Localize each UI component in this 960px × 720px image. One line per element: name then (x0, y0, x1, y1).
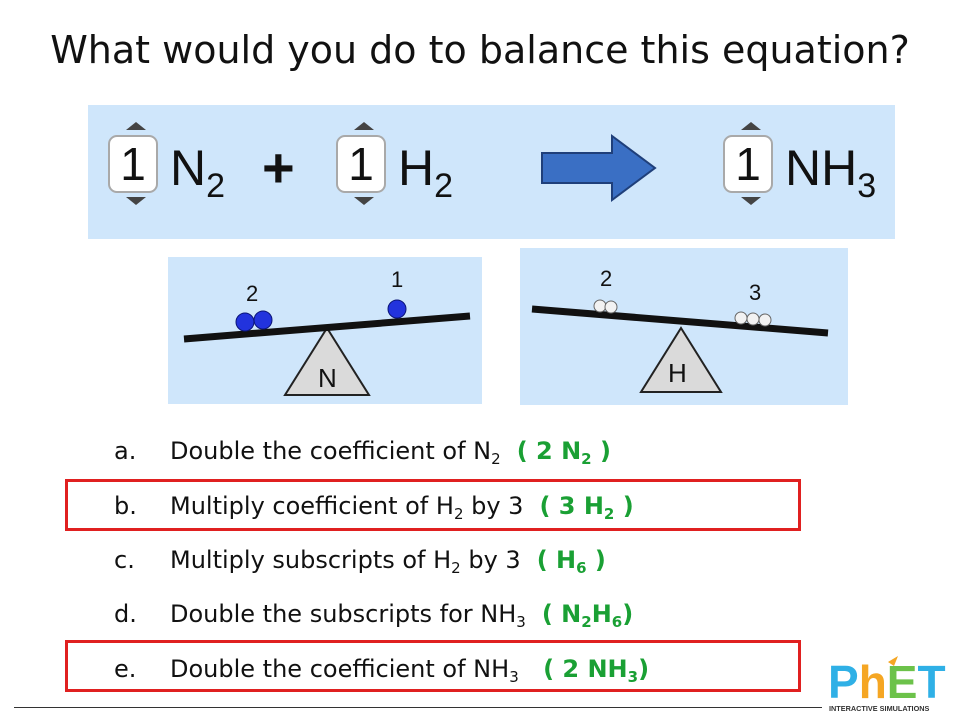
balance-fulcrum-n (283, 326, 371, 396)
option-a[interactable]: a.Double the coefficient of N2 ( 2 N2 ) (114, 437, 611, 468)
plus-sign: + (262, 136, 295, 199)
n-fulcrum-label: N (318, 363, 337, 393)
highlight-box-option-e (65, 640, 801, 692)
option-e[interactable]: e.Double the coefficient of NH3 ( 2 NH3) (114, 655, 650, 686)
h2-coefficient-spinner[interactable]: 1 (336, 135, 386, 193)
nitrogen-atom (235, 312, 255, 332)
product-nh3-formula: NH3 (785, 140, 877, 205)
decrease-n2-coefficient-button[interactable] (126, 197, 146, 205)
hydrogen-balance-scale (531, 299, 829, 393)
phet-logo-icon: PhET INTERACTIVE SIMULATIONS (828, 656, 946, 713)
h-fulcrum-label: H (668, 358, 687, 388)
increase-h2-coefficient-button[interactable] (354, 122, 374, 130)
balance-fulcrum-h (639, 326, 723, 393)
option-b[interactable]: b.Multiply coefficient of H2 by 3 ( 3 H2… (114, 492, 634, 523)
h-right-count: 3 (749, 280, 762, 305)
h-left-count: 2 (600, 266, 613, 291)
phet-logo: PhET INTERACTIVE SIMULATIONS (826, 656, 954, 714)
option-c[interactable]: c.Multiply subscripts of H2 by 3 ( H6 ) (114, 546, 606, 577)
balance-beam-n (183, 312, 471, 343)
balance-beam-h (531, 305, 829, 337)
n-right-count: 1 (391, 267, 404, 292)
increase-n2-coefficient-button[interactable] (126, 122, 146, 130)
option-d[interactable]: d.Double the subscripts for NH3 ( N2H6) (114, 600, 634, 631)
svg-text:PhET: PhET (828, 656, 946, 708)
hydrogen-atom (734, 311, 748, 325)
nitrogen-balance-scale (183, 299, 471, 396)
hydrogen-balance-panel: 2 3 H (520, 248, 848, 405)
nitrogen-atom (387, 299, 407, 319)
hydrogen-atom (758, 313, 772, 327)
n-left-count: 2 (246, 281, 259, 306)
n2-coefficient-spinner[interactable]: 1 (108, 135, 158, 193)
reaction-arrow-icon (541, 134, 657, 202)
decrease-nh3-coefficient-button[interactable] (741, 197, 761, 205)
nitrogen-balance-panel: 2 1 N (168, 257, 482, 404)
hydrogen-atom (593, 299, 607, 313)
increase-nh3-coefficient-button[interactable] (741, 122, 761, 130)
footer-divider (14, 707, 822, 708)
slide-title: What would you do to balance this equati… (50, 28, 910, 72)
highlight-box-option-b (65, 479, 801, 531)
reactant-n2-formula: N2 (170, 140, 226, 205)
hydrogen-atom (746, 312, 760, 326)
equation-panel: 1 N2 + 1 H2 1 NH3 (88, 105, 895, 239)
hydrogen-atom (604, 300, 618, 314)
reactant-h2-formula: H2 (398, 140, 454, 205)
nitrogen-atom (253, 310, 273, 330)
decrease-h2-coefficient-button[interactable] (354, 197, 374, 205)
nh3-coefficient-spinner[interactable]: 1 (723, 135, 773, 193)
svg-text:INTERACTIVE SIMULATIONS: INTERACTIVE SIMULATIONS (829, 704, 930, 713)
